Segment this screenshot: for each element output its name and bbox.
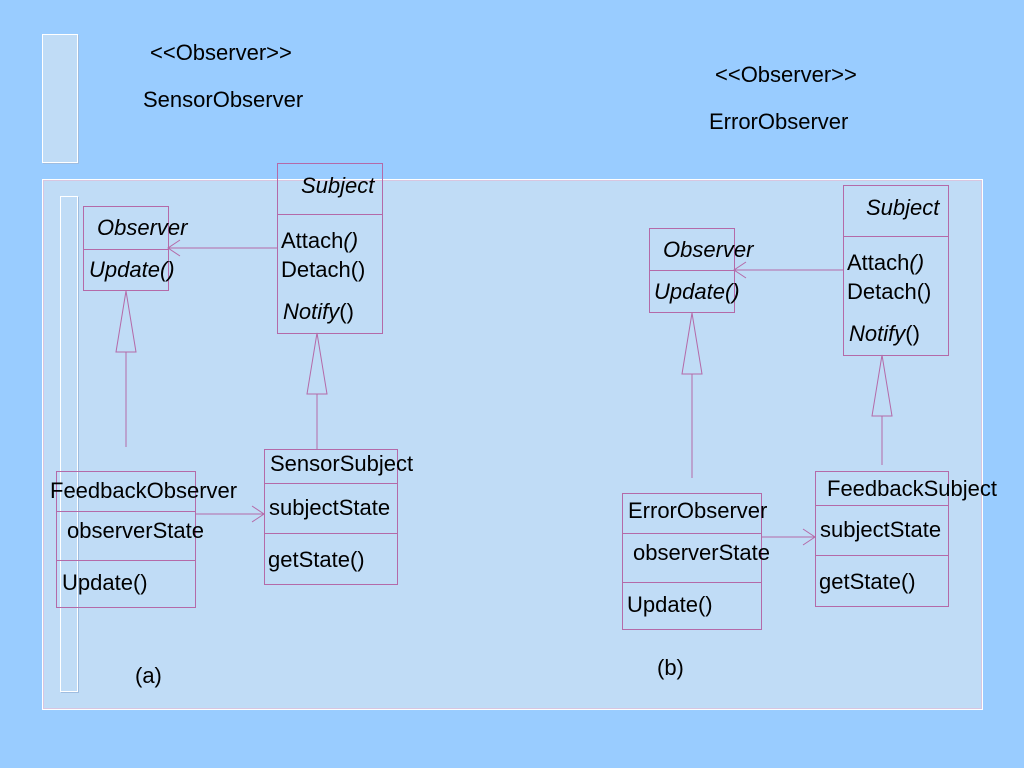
concrete-subject-method-a: getState() (268, 547, 365, 572)
concrete-observer-name-b: ErrorObserver (628, 498, 768, 523)
generalization-triangle-a-subject (306, 332, 328, 395)
concrete-observer-a-divider-2 (56, 560, 196, 561)
observer-class-name-a: Observer (97, 215, 188, 240)
subject-attach-label-b: Attach (847, 250, 910, 275)
subject-attach-label-a: Attach (281, 228, 344, 253)
concrete-observer-a-divider-1 (56, 511, 196, 512)
subject-attach-parens-b: () (909, 250, 925, 275)
observer-update-method-a: Update() (89, 257, 175, 282)
generalization-triangle-a-observer (115, 290, 137, 353)
concrete-observer-attribute-b: observerState (633, 540, 770, 565)
concrete-subject-class-b (815, 471, 949, 607)
subject-attach-method-a: Attach() (281, 230, 358, 252)
generalization-triangle-b-observer (681, 312, 703, 375)
subject-notify-parens-b: () (905, 321, 920, 346)
observer-class-name-b: Observer (663, 237, 754, 262)
concrete-subject-class-a (264, 449, 398, 585)
concrete-observer-b-divider-2 (622, 582, 762, 583)
observer-class-a-divider (83, 249, 169, 250)
concrete-observer-name-a: FeedbackObserver (50, 478, 238, 503)
concrete-observer-method-b: Update() (627, 592, 713, 617)
subject-attach-method-b: Attach() (847, 252, 924, 274)
top-left-decor-bar (42, 34, 78, 163)
concrete-subject-attribute-a: subjectState (269, 495, 391, 520)
subject-notify-method-b: Notify() (849, 323, 920, 345)
diagram-caption-a: (a) (135, 663, 162, 688)
subject-class-b (843, 185, 949, 356)
subject-class-a (277, 163, 383, 334)
subject-detach-method-b: Detach() (847, 279, 932, 304)
observer-class-b-divider (649, 270, 735, 271)
concrete-subject-b-divider-1 (815, 505, 949, 506)
diagram-title-b: ErrorObserver (709, 109, 849, 134)
subject-notify-parens-a: () (339, 299, 354, 324)
concrete-observer-attribute-a: observerState (67, 518, 204, 543)
diagram-panel (42, 179, 983, 710)
concrete-subject-name-a: SensorSubject (270, 451, 414, 476)
subject-class-a-divider (277, 214, 383, 215)
concrete-subject-attribute-b: subjectState (820, 517, 942, 542)
stereotype-label-b: <<Observer>> (715, 62, 857, 87)
subject-attach-parens-a: () (343, 228, 359, 253)
subject-class-name-a: Subject (301, 173, 375, 198)
generalization-triangle-b-subject (871, 354, 893, 417)
concrete-observer-class-b (622, 493, 762, 630)
concrete-observer-method-a: Update() (62, 570, 148, 595)
subject-notify-label-b: Notify (849, 321, 906, 346)
concrete-observer-b-divider-1 (622, 533, 762, 534)
concrete-observer-class-a (56, 471, 196, 608)
subject-class-name-b: Subject (866, 195, 940, 220)
concrete-subject-name-b: FeedbackSubject (827, 476, 997, 501)
stereotype-label-a: <<Observer>> (150, 40, 292, 65)
concrete-subject-method-b: getState() (819, 569, 916, 594)
concrete-subject-b-divider-2 (815, 555, 949, 556)
diagram-title-a: SensorObserver (143, 87, 304, 112)
concrete-subject-a-divider-2 (264, 533, 398, 534)
subject-detach-method-a: Detach() (281, 257, 366, 282)
panel-left-decor-bar (60, 196, 78, 692)
concrete-subject-a-divider-1 (264, 483, 398, 484)
observer-update-method-b: Update() (654, 279, 740, 304)
subject-notify-label-a: Notify (283, 299, 340, 324)
subject-class-b-divider (843, 236, 949, 237)
observer-class-a (83, 206, 169, 291)
diagram-caption-b: (b) (657, 655, 684, 680)
subject-notify-method-a: Notify() (283, 301, 354, 323)
